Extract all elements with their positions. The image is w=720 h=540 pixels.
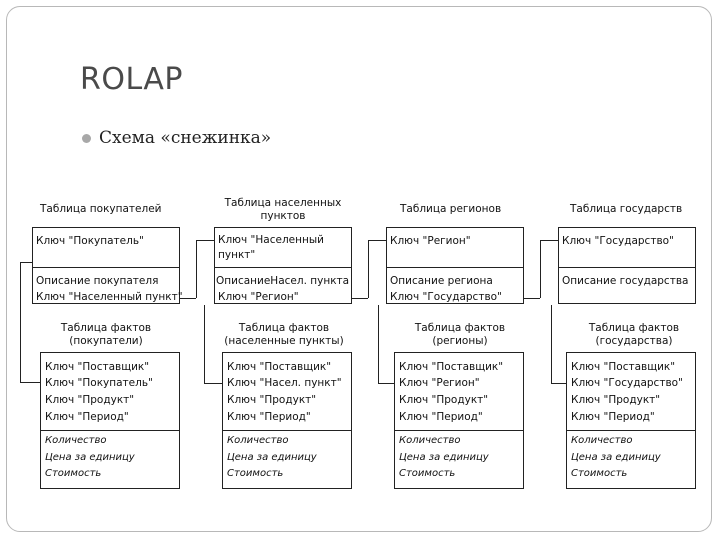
dimension-table-regions: Ключ "Регион" Описание региона Ключ "Гос… [386, 227, 524, 304]
fact-key: Ключ "Продукт" [399, 394, 489, 406]
bullet-dot-icon [82, 133, 91, 143]
fact-measure: Стоимость [45, 468, 102, 479]
dimension-divider [387, 267, 523, 268]
connector-line [204, 305, 205, 383]
connector-line [551, 383, 566, 384]
dimension-key: Ключ "Покупатель" [36, 235, 144, 247]
fact-measure: Цена за единицу [45, 452, 135, 463]
fact-key: Ключ "Насел. пункт" [227, 377, 342, 389]
connector-line [20, 382, 40, 383]
fact-key: Ключ "Продукт" [571, 394, 661, 406]
connector-line [352, 298, 368, 299]
fact-key: Ключ "Период" [399, 411, 483, 423]
dimension-divider [33, 267, 179, 268]
dimension-attribute: Ключ "Регион" [218, 291, 299, 303]
fact-divider [41, 430, 179, 431]
fact-measure: Количество [45, 435, 107, 446]
connector-line [551, 305, 552, 383]
connector-line [378, 383, 394, 384]
fact-caption-line: (населенные пункты) [224, 335, 344, 347]
fact-key: Ключ "Период" [227, 411, 311, 423]
fact-caption-line: Таблица фактов [588, 322, 680, 334]
fact-caption-line: (государства) [595, 335, 673, 347]
fact-table-regions: Ключ "Поставщик" Ключ "Регион" Ключ "Про… [394, 352, 524, 489]
fact-measure: Цена за единицу [227, 452, 317, 463]
dimension-caption-states: Таблица государств [570, 203, 683, 215]
fact-divider [567, 430, 695, 431]
fact-key: Ключ "Государство" [571, 377, 683, 389]
fact-caption-line: Таблица фактов [238, 322, 330, 334]
dimension-key: Ключ "Населенный [218, 234, 324, 246]
fact-caption-localities: Таблица фактов (населенные пункты) [220, 322, 348, 348]
fact-measure: Стоимость [399, 468, 456, 479]
dimension-attribute: Описание покупателя [36, 275, 159, 287]
dimension-divider [215, 267, 351, 268]
fact-measure: Цена за единицу [571, 452, 661, 463]
connector-line [196, 240, 197, 298]
bullet-item: Схема «снежинка» [82, 128, 271, 148]
fact-key: Ключ "Поставщик" [227, 361, 332, 373]
fact-key: Ключ "Покупатель" [45, 377, 153, 389]
connector-line [368, 240, 386, 241]
slide-title: ROLAP [80, 62, 183, 97]
fact-table-customers: Ключ "Поставщик" Ключ "Покупатель" Ключ … [40, 352, 180, 489]
fact-measure: Стоимость [571, 468, 628, 479]
fact-key: Ключ "Продукт" [45, 394, 135, 406]
fact-key: Ключ "Поставщик" [399, 361, 504, 373]
fact-divider [223, 430, 351, 431]
fact-caption-states: Таблица фактов (государства) [574, 322, 694, 348]
dimension-attribute: Ключ "Государство" [390, 291, 502, 303]
dimension-caption-localities: Таблица населенных пунктов [214, 197, 352, 223]
connector-line [540, 240, 541, 298]
dimension-caption-text: Таблица населенных пунктов [224, 197, 342, 222]
fact-key: Ключ "Поставщик" [571, 361, 676, 373]
fact-key: Ключ "Продукт" [227, 394, 317, 406]
fact-key: Ключ "Поставщик" [45, 361, 150, 373]
dimension-table-states: Ключ "Государство" Описание государства [558, 227, 696, 304]
dimension-table-customers: Ключ "Покупатель" Описание покупателя Кл… [32, 227, 183, 304]
dimension-attribute: Описание государства [562, 275, 689, 287]
connector-line [20, 262, 21, 382]
bullet-text: Схема «снежинка» [99, 128, 272, 148]
fact-measure: Количество [571, 435, 633, 446]
dimension-caption-regions: Таблица регионов [400, 203, 502, 215]
connector-line [20, 262, 32, 263]
connector-line [368, 240, 369, 298]
fact-measure: Цена за единицу [399, 452, 489, 463]
connector-line [378, 305, 379, 383]
connector-line [180, 298, 196, 299]
connector-line [524, 298, 540, 299]
fact-key: Ключ "Период" [571, 411, 655, 423]
fact-caption-line: (регионы) [432, 335, 488, 347]
fact-divider [395, 430, 523, 431]
fact-table-states: Ключ "Поставщик" Ключ "Государство" Ключ… [566, 352, 696, 489]
dimension-key: Ключ "Государство" [562, 235, 674, 247]
dimension-caption-customers: Таблица покупателей [40, 203, 162, 215]
fact-caption-line: Таблица фактов [414, 322, 506, 334]
connector-line [540, 240, 558, 241]
dimension-table-localities: Ключ "Населенный пункт" ОписаниеНасел. п… [214, 227, 352, 304]
dimension-key: Ключ "Регион" [390, 235, 471, 247]
dimension-attribute: Описание региона [390, 275, 493, 287]
fact-measure: Количество [399, 435, 461, 446]
connector-line [196, 240, 214, 241]
fact-table-localities: Ключ "Поставщик" Ключ "Насел. пункт" Клю… [222, 352, 352, 489]
connector-line [204, 383, 222, 384]
fact-caption-regions: Таблица фактов (регионы) [400, 322, 520, 348]
fact-caption-customers: Таблица фактов (покупатели) [48, 322, 164, 348]
fact-measure: Стоимость [227, 468, 284, 479]
fact-key: Ключ "Период" [45, 411, 129, 423]
dimension-divider [559, 267, 695, 268]
dimension-attribute: Ключ "Населенный пункт" [36, 291, 183, 303]
dimension-attribute: ОписаниеНасел. пункта [216, 275, 350, 287]
fact-caption-line: (покупатели) [69, 335, 143, 347]
fact-measure: Количество [227, 435, 289, 446]
dimension-key: пункт" [218, 249, 256, 261]
fact-caption-line: Таблица фактов [60, 322, 152, 334]
fact-key: Ключ "Регион" [399, 377, 480, 389]
